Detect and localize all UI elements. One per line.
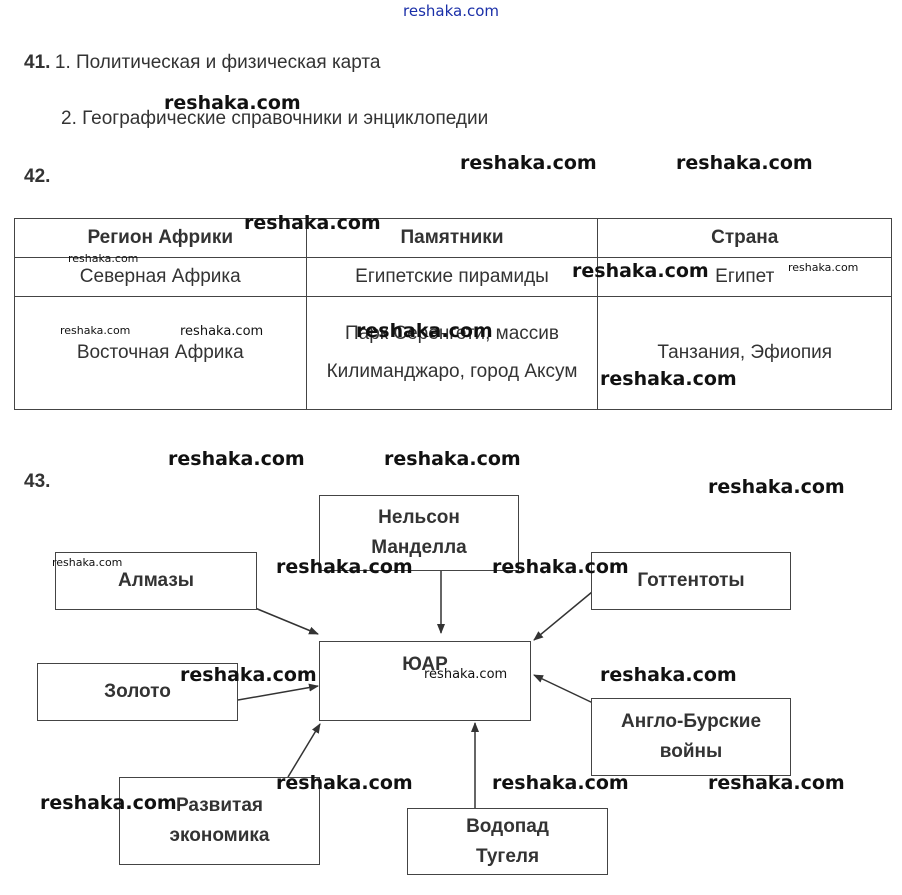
cell-monuments: Парк Серенгети, массив Килиманджаро, гор… xyxy=(305,296,599,410)
watermark: reshaka.com xyxy=(276,556,413,578)
arrow-zoloto xyxy=(237,683,319,701)
watermark: reshaka.com xyxy=(168,448,305,470)
watermark: reshaka.com xyxy=(244,212,381,234)
watermark: reshaka.com xyxy=(384,448,521,470)
arrow-economy xyxy=(287,723,321,778)
node-mandela-label: Нельсон Манделла xyxy=(371,507,467,558)
arrow-almazy xyxy=(254,607,319,635)
header-country: Страна xyxy=(597,218,892,258)
watermark: reshaka.com xyxy=(708,772,845,794)
arrow-hottentots xyxy=(533,591,593,641)
cell-region: Восточная Африка xyxy=(14,296,307,410)
node-mandela: Нельсон Манделла xyxy=(319,495,519,571)
node-tugela-label: Водопад Тугеля xyxy=(466,815,549,867)
watermark: reshaka.com xyxy=(572,260,709,282)
task42-number: 42. xyxy=(24,166,51,187)
cell-monuments-text: Парк Серенгети, массив Килиманджаро, гор… xyxy=(326,323,578,382)
watermark: reshaka.com xyxy=(600,664,737,686)
watermark: reshaka.com xyxy=(52,556,123,569)
watermark: reshaka.com xyxy=(600,368,737,390)
watermark: reshaka.com xyxy=(60,324,131,337)
watermark: reshaka.com xyxy=(676,152,813,174)
top-watermark: reshaka.com xyxy=(403,2,499,20)
task41-item1: 1. Политическая и физическая карта xyxy=(54,52,381,73)
watermark: reshaka.com xyxy=(492,556,629,578)
task41-number: 41. xyxy=(24,52,51,73)
arrow-boer-wars xyxy=(533,674,594,704)
node-almazy: Алмазы xyxy=(55,552,257,610)
table-row: Северная Африка Египетские пирамиды Егип… xyxy=(14,257,892,297)
africa-regions-table: Регион Африки Памятники Страна Северная … xyxy=(14,218,892,410)
watermark: reshaka.com xyxy=(180,664,317,686)
node-zoloto-label: Золото xyxy=(104,681,171,702)
node-tugela: Водопад Тугеля xyxy=(407,808,608,875)
watermark: reshaka.com xyxy=(492,772,629,794)
watermark: reshaka.com xyxy=(460,152,597,174)
watermark: reshaka.com xyxy=(356,320,493,342)
header-region: Регион Африки xyxy=(14,218,307,258)
node-economy-label: Развитая экономика xyxy=(169,795,270,846)
watermark: reshaka.com xyxy=(788,261,859,274)
watermark: reshaka.com xyxy=(164,92,301,114)
node-center-yuar: ЮАР xyxy=(319,641,531,721)
node-hottentots: Готтентоты xyxy=(591,552,791,610)
cell-region: Северная Африка xyxy=(14,257,307,297)
watermark: reshaka.com xyxy=(708,476,845,498)
node-center-label: ЮАР xyxy=(402,654,448,675)
table-header-row: Регион Африки Памятники Страна xyxy=(14,218,892,258)
watermark: reshaka.com xyxy=(180,324,264,339)
cell-country: Танзания, Эфиопия xyxy=(597,296,892,410)
node-zoloto: Золото xyxy=(37,663,238,721)
node-almazy-label: Алмазы xyxy=(117,570,195,591)
cell-monuments: Египетские пирамиды xyxy=(305,257,599,297)
watermark: reshaka.com xyxy=(68,252,139,265)
task41-line1: 41. 1. Политическая и физическая карта xyxy=(24,52,380,74)
header-monuments: Памятники xyxy=(305,218,599,258)
watermark: reshaka.com xyxy=(40,792,177,814)
watermark: reshaka.com xyxy=(276,772,413,794)
watermark: reshaka.com xyxy=(424,667,508,682)
node-hottentots-label: Готтентоты xyxy=(637,570,745,591)
table-row: Восточная Африка Парк Серенгети, массив … xyxy=(14,296,892,410)
node-economy: Развитая экономика xyxy=(119,777,320,865)
node-boer-wars: Англо-Бурские войны xyxy=(591,698,791,776)
node-boer-wars-label: Англо-Бурские войны xyxy=(620,711,762,762)
task41-item2: 2. Географические справочники и энциклоп… xyxy=(61,108,489,129)
task43-number: 43. xyxy=(24,471,51,492)
